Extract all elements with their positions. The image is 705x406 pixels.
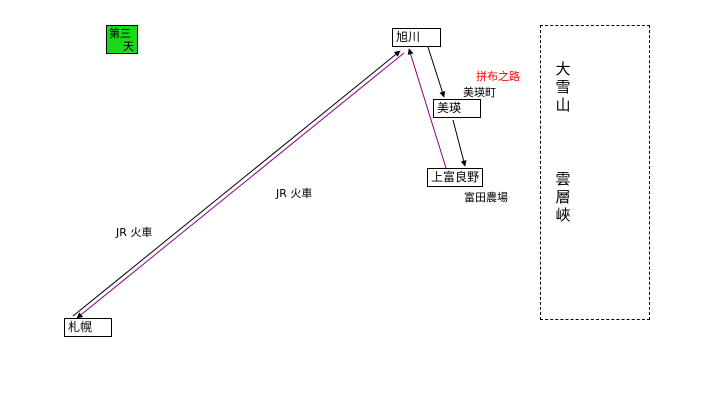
node-asahikawa: 旭川 [392, 28, 441, 47]
node-kamifurano-label: 上富良野 [431, 170, 480, 184]
side-text-char: 大 [555, 60, 571, 78]
label-jr-train-lower: JR 火車 [116, 226, 153, 239]
label-patchwork-road: 拼布之路 [476, 70, 520, 83]
day-badge-line-1: 第三 [109, 27, 131, 40]
node-biei-label: 美瑛 [437, 101, 462, 115]
asahikawa-to-sapporo-arrow [76, 52, 405, 319]
label-tomita-farm: 富田農場 [464, 191, 508, 204]
node-kamifurano: 上富良野 [427, 168, 483, 187]
side-text-char: 峽 [555, 206, 571, 224]
label-biei-town: 美瑛町 [463, 86, 496, 99]
biei-to-kamifurano-arrow [452, 119, 467, 167]
side-text-char: 層 [555, 188, 571, 206]
day-badge-line-2: 天 [123, 40, 134, 53]
side-destination-box [540, 25, 650, 320]
node-sapporo: 札幌 [64, 318, 112, 337]
side-text-char: 雲 [555, 170, 571, 188]
side-text-sounkyo: 雲 層 峽 [553, 170, 573, 224]
node-sapporo-label: 札幌 [68, 320, 93, 334]
day-badge: 第三 天 [106, 25, 138, 54]
side-text-char: 山 [555, 96, 571, 114]
node-biei: 美瑛 [433, 99, 481, 118]
side-text-daisetsuzan: 大 雪 山 [553, 60, 573, 114]
asahikawa-to-biei-arrow [427, 46, 446, 98]
sapporo-to-asahikawa-arrow [72, 50, 401, 317]
label-jr-train-upper: JR 火車 [276, 187, 313, 200]
node-asahikawa-label: 旭川 [396, 30, 421, 44]
side-text-char: 雪 [555, 78, 571, 96]
kamifurano-to-asahikawa-arrow [407, 48, 447, 169]
